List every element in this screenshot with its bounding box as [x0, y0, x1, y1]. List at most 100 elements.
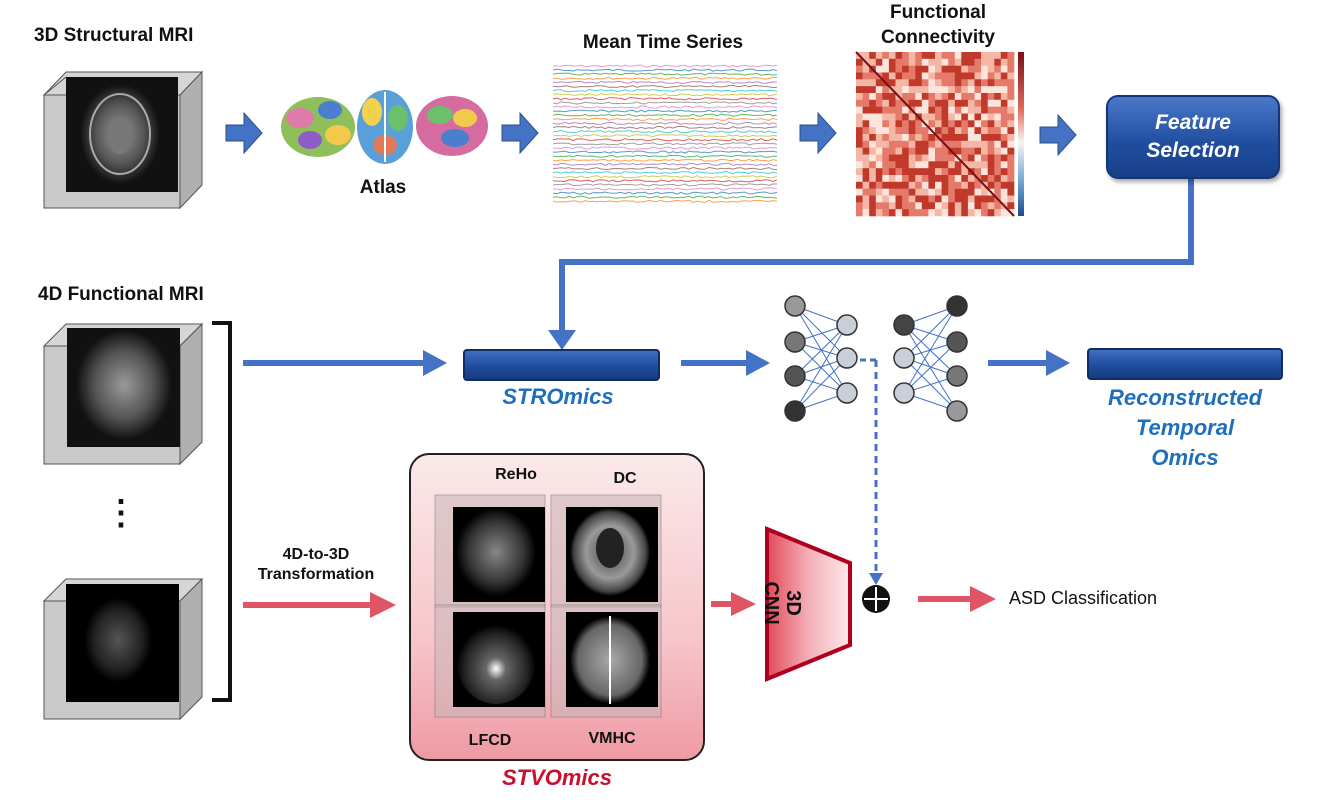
connectivity-cell — [908, 147, 916, 155]
connectivity-cell — [935, 113, 942, 121]
connectivity-cell — [908, 140, 916, 148]
connectivity-cell — [961, 99, 969, 107]
connectivity-cell — [921, 181, 929, 189]
connectivity-cell — [928, 99, 936, 107]
connectivity-cell — [869, 181, 877, 189]
connectivity-cell — [928, 72, 936, 80]
connectivity-cell — [941, 154, 949, 162]
connectivity-cell — [902, 154, 909, 162]
connectivity-cell — [941, 120, 949, 128]
connectivity-cell — [895, 106, 903, 114]
connectivity-cell — [994, 72, 1002, 80]
connectivity-cell — [882, 140, 890, 148]
connectivity-cell — [961, 154, 969, 162]
connectivity-cell — [928, 134, 936, 142]
connectivity-cell — [961, 93, 969, 101]
feature-selection-box: Feature Selection — [1106, 95, 1280, 179]
connectivity-cell — [908, 188, 916, 196]
connectivity-cell — [875, 58, 883, 66]
connectivity-cell — [1007, 120, 1015, 128]
connectivity-cell — [921, 99, 929, 107]
connectivity-cell — [967, 120, 975, 128]
connectivity-cell — [941, 127, 949, 135]
connectivity-cell — [928, 79, 936, 87]
connectivity-cell — [987, 65, 995, 73]
connectivity-cell — [935, 140, 942, 148]
connectivity-cell — [856, 147, 863, 155]
connectivity-cell — [1000, 161, 1008, 169]
connectivity-cell — [974, 202, 982, 210]
time-series-line — [552, 166, 778, 171]
connectivity-cell — [921, 127, 929, 135]
connectivity-cell — [895, 154, 903, 162]
connectivity-cell — [967, 52, 975, 60]
connectivity-cell — [935, 209, 942, 217]
connectivity-cell — [961, 58, 969, 66]
connectivity-cell — [954, 147, 962, 155]
connectivity-cell — [908, 79, 916, 87]
connectivity-cell — [895, 147, 903, 155]
connectivity-cell — [987, 161, 995, 169]
connectivity-cell — [908, 120, 916, 128]
connectivity-cell — [862, 120, 870, 128]
connectivity-cell — [902, 181, 909, 189]
connectivity-cell — [954, 58, 962, 66]
connectivity-cell — [915, 168, 923, 176]
connectivity-cell — [935, 195, 942, 203]
network-edge — [794, 305, 848, 359]
connectivity-cell — [856, 99, 863, 107]
connectivity-cell — [895, 72, 903, 80]
time-series-line — [553, 64, 778, 68]
connectivity-cell — [902, 134, 909, 142]
connectivity-cell — [902, 175, 909, 183]
connectivity-cell — [888, 140, 896, 148]
connectivity-cell — [882, 86, 890, 94]
connectivity-cell — [948, 106, 956, 114]
connectivity-cell — [994, 79, 1002, 87]
connectivity-cell — [1007, 161, 1015, 169]
connectivity-cell — [941, 52, 949, 60]
flow-arrow-3 — [799, 111, 837, 155]
connectivity-cell — [902, 93, 909, 101]
connectivity-cell — [856, 195, 863, 203]
connectivity-cell — [869, 161, 877, 169]
connectivity-cell — [967, 65, 975, 73]
network-edge — [794, 324, 848, 412]
connectivity-cell — [935, 181, 942, 189]
connectivity-cell — [981, 86, 988, 94]
connectivity-cell — [915, 58, 923, 66]
connectivity-cell — [869, 127, 877, 135]
connectivity-cell — [902, 58, 909, 66]
connectivity-cell — [921, 147, 929, 155]
connectivity-cell — [1007, 106, 1015, 114]
connectivity-cell — [948, 181, 956, 189]
connectivity-cell — [882, 58, 890, 66]
connectivity-cell — [967, 202, 975, 210]
connectivity-cell — [987, 134, 995, 142]
connectivity-cell — [1000, 140, 1008, 148]
connectivity-cell — [888, 188, 896, 196]
connectivity-cell — [967, 209, 975, 217]
connectivity-cell — [856, 168, 863, 176]
connectivity-cell — [902, 161, 909, 169]
connectivity-cell — [981, 188, 988, 196]
time-series-line — [553, 187, 777, 191]
connectivity-cell — [862, 175, 870, 183]
connectivity-cell — [935, 168, 942, 176]
connectivity-cell — [941, 161, 949, 169]
connectivity-cell — [954, 140, 962, 148]
connectivity-cell — [1000, 86, 1008, 94]
time-series-line — [552, 76, 778, 80]
connectivity-cell — [882, 65, 890, 73]
connectivity-cell — [1007, 140, 1015, 148]
connectivity-cell — [921, 52, 929, 60]
connectivity-cell — [915, 65, 923, 73]
connectivity-cell — [856, 106, 863, 114]
connectivity-cell — [875, 52, 883, 60]
connectivity-cell — [921, 195, 929, 203]
connectivity-cell — [974, 93, 982, 101]
connectivity-cell — [961, 181, 969, 189]
connectivity-cell — [902, 106, 909, 114]
connectivity-cell — [967, 195, 975, 203]
connectivity-cell — [981, 209, 988, 217]
